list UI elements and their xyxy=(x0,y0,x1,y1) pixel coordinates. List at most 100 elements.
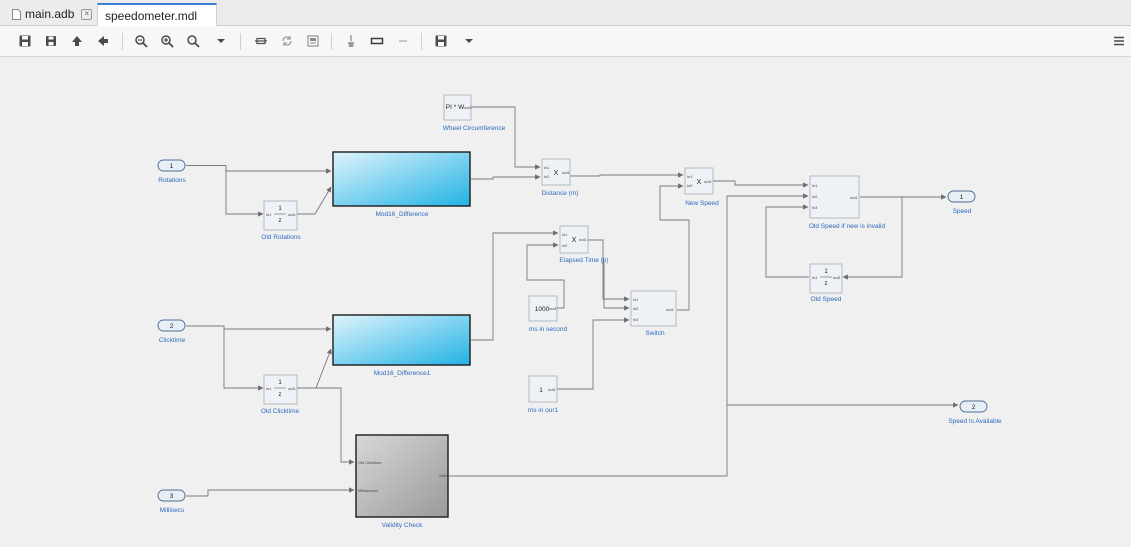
block-denominator: z xyxy=(279,218,282,224)
svg-text:out1: out1 xyxy=(288,386,297,391)
block-label: Distance (m) xyxy=(542,190,579,197)
inport-millisecs[interactable]: 3 Millisecs xyxy=(157,489,186,514)
block-old-speed[interactable]: 1 z in1 out1 Old Speed xyxy=(809,263,843,303)
svg-text:out1: out1 xyxy=(666,307,675,312)
block-label: Old Speed if new is invalid xyxy=(809,223,886,230)
block-text: PI * W xyxy=(446,104,465,111)
block-ms-in-our1[interactable]: 1 out1 ms in our1 xyxy=(528,375,559,414)
block-denominator: z xyxy=(825,281,828,287)
zoom-fit-icon[interactable] xyxy=(183,32,203,50)
block-elapsed-time[interactable]: X in1 in2 out1 Elapsed Time (h) xyxy=(559,225,609,264)
toolbar-separator xyxy=(421,33,422,50)
tab-label: speedometer.mdl xyxy=(105,8,198,23)
block-new-speed[interactable]: X in1 in2 out1 New Speed xyxy=(684,167,719,207)
zoom-in-icon[interactable] xyxy=(157,32,177,50)
block-label: ms in our1 xyxy=(528,407,559,414)
export-icon[interactable] xyxy=(431,32,451,50)
outport-label: Speed Is Available xyxy=(948,418,1002,425)
block-mod16-difference1[interactable]: Mod16_Difference1 xyxy=(332,314,471,377)
save-all-icon[interactable] xyxy=(41,32,61,50)
layout-icon[interactable] xyxy=(303,32,323,50)
block-label: Validity Check xyxy=(382,522,423,529)
block-text: X xyxy=(554,170,559,177)
svg-text:in2: in2 xyxy=(812,194,818,199)
block-label: Elapsed Time (h) xyxy=(559,257,608,264)
block-wheel-circumference[interactable]: PI * W out1 Wheel Circumference xyxy=(443,94,506,132)
svg-text:in1: in1 xyxy=(266,212,272,217)
close-icon[interactable]: × xyxy=(81,8,93,20)
svg-text:out1: out1 xyxy=(850,195,859,200)
svg-text:out1: out1 xyxy=(548,387,557,392)
svg-text:out1: out1 xyxy=(549,306,558,311)
block-numerator: 1 xyxy=(278,380,282,386)
block-old-rotations[interactable]: 1 z in1 out1 Old Rotations xyxy=(261,200,301,241)
outport-label: Speed xyxy=(953,208,972,215)
block-old-clicktime[interactable]: 1 z in1 out1 Old Clicktime xyxy=(261,374,300,415)
svg-text:in1: in1 xyxy=(812,183,818,188)
refresh-icon[interactable] xyxy=(277,32,297,50)
svg-text:in3: in3 xyxy=(633,317,639,322)
svg-text:in3: in3 xyxy=(812,205,818,210)
inport-rotations[interactable]: 1 Rotations xyxy=(157,159,186,184)
block-numerator: 1 xyxy=(278,206,282,212)
dropdown-icon[interactable] xyxy=(211,32,231,50)
block-label: Mod16_Difference xyxy=(376,211,429,218)
outport-speed-is-available[interactable]: 2 Speed Is Available xyxy=(948,400,1002,425)
dash-icon[interactable] xyxy=(393,32,413,50)
block-text: 1 xyxy=(539,387,543,394)
block-old-speed-if-new-invalid[interactable]: in1 in2 in3 out1 Old Speed if new is inv… xyxy=(809,175,886,230)
block-text: X xyxy=(572,237,577,244)
svg-text:out1: out1 xyxy=(562,170,571,175)
link-icon[interactable] xyxy=(251,32,271,50)
block-label: Mod16_Difference1 xyxy=(374,370,431,377)
arrow-up-icon[interactable] xyxy=(67,32,87,50)
port-number: 1 xyxy=(960,194,964,201)
svg-text:in1: in1 xyxy=(633,297,639,302)
port-number: 1 xyxy=(170,163,174,170)
diagram-canvas[interactable]: 1 Rotations 2 Clicktime 3 Millisecs 1 Sp… xyxy=(0,57,1131,547)
block-label: ms in second xyxy=(529,326,568,333)
tab-bar: main.adb × speedometer.mdl xyxy=(0,0,1131,26)
inport-label: Millisecs xyxy=(160,507,185,514)
block-ms-in-second[interactable]: 1000 out1 ms in second xyxy=(528,295,568,333)
block-label: Switch xyxy=(645,330,665,337)
block-validity-check[interactable]: Old Clicktime Millisecond Valid Validity… xyxy=(355,434,449,529)
svg-text:in1: in1 xyxy=(562,232,568,237)
block-label: Old Speed xyxy=(811,296,842,303)
svg-text:in1: in1 xyxy=(266,386,272,391)
port-label: Valid xyxy=(439,473,448,478)
inport-label: Rotations xyxy=(158,177,186,184)
save-icon[interactable] xyxy=(15,32,35,50)
inport-clicktime[interactable]: 2 Clicktime xyxy=(157,319,186,344)
svg-text:in2: in2 xyxy=(633,306,639,311)
zoom-out-icon[interactable] xyxy=(131,32,151,50)
brush-icon[interactable] xyxy=(341,32,361,50)
block-denominator: z xyxy=(279,392,282,398)
svg-text:in2: in2 xyxy=(544,174,550,179)
svg-text:out1: out1 xyxy=(579,237,588,242)
port-number: 2 xyxy=(170,323,174,330)
dropdown-icon[interactable] xyxy=(459,32,479,50)
block-label: Old Clicktime xyxy=(261,408,300,415)
svg-text:in1: in1 xyxy=(687,174,693,179)
hamburger-menu-icon[interactable] xyxy=(1109,32,1129,50)
arrow-left-icon[interactable] xyxy=(93,32,113,50)
port-number: 2 xyxy=(972,404,976,411)
svg-text:in1: in1 xyxy=(812,275,818,280)
block-diagram[interactable]: 1 Rotations 2 Clicktime 3 Millisecs 1 Sp… xyxy=(0,57,1131,547)
block-text: 1000 xyxy=(535,306,550,313)
block-mod16-difference[interactable]: Mod16_Difference xyxy=(332,151,471,218)
port-label: Old Clicktime xyxy=(358,460,382,465)
svg-text:out1: out1 xyxy=(704,179,713,184)
block-label: Wheel Circumference xyxy=(443,125,506,132)
svg-text:out1: out1 xyxy=(288,212,297,217)
tab-main-adb[interactable]: main.adb × xyxy=(6,3,96,25)
tab-speedometer-mdl[interactable]: speedometer.mdl xyxy=(97,3,217,26)
outport-speed[interactable]: 1 Speed xyxy=(947,190,976,215)
block-text: X xyxy=(697,179,702,186)
block-distance[interactable]: X in1 in2 out1 Distance (m) xyxy=(542,158,579,197)
block-switch[interactable]: in1 in2 in3 out1 Switch xyxy=(630,290,677,337)
rectangle-icon[interactable] xyxy=(367,32,387,50)
port-number: 3 xyxy=(170,493,174,500)
svg-text:out1: out1 xyxy=(833,275,842,280)
